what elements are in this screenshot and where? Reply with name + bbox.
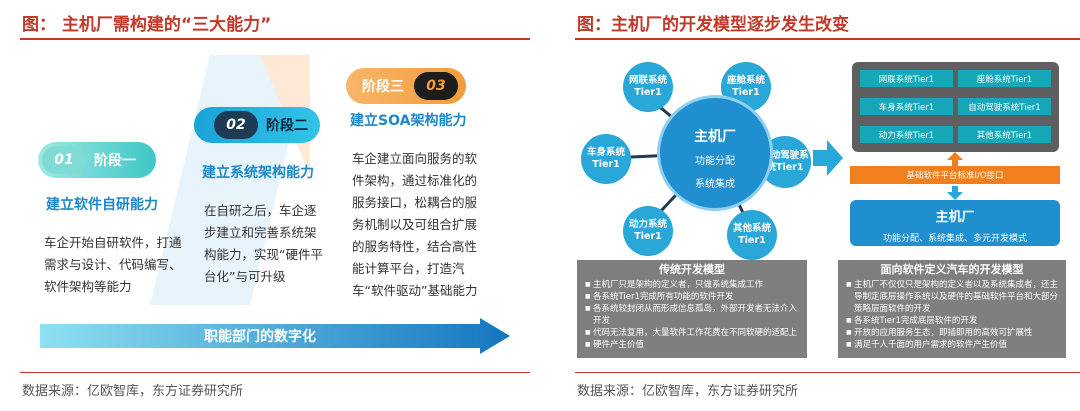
software-defined-heading: 面向软件定义汽车的开发模型 xyxy=(880,263,1024,276)
traditional-model-box: 传统开发模型 主机厂只是架构的定义者，只做系统集成工作 各系统Tier1完成所有… xyxy=(577,260,807,358)
hub-line-1: 功能分配 xyxy=(695,156,735,167)
stage-2-pill: 02 阶段二 xyxy=(194,107,320,143)
tier-other: 其他系统Tier1 xyxy=(958,126,1051,143)
host-box: 主机厂 功能分配、系统集成、多元开发模式 xyxy=(850,200,1060,246)
stage-1-label: 阶段一 xyxy=(94,153,136,169)
traditional-item: 各系统Tier1完成所有功能的软件开发 xyxy=(585,291,799,303)
tier-powertrain: 动力系统Tier1 xyxy=(860,126,953,143)
stage-3-text: 车企建立面向服务的软件架构，通过标准化的服务接口，松耦合的服务机制以及可组合扩展… xyxy=(352,151,478,298)
digitalization-arrow xyxy=(40,318,510,354)
satellite-other: 其他系统Tier1 xyxy=(727,210,777,260)
left-panel: 图： 主机厂需构建的“三大能力” 01 阶段一 建立软件自研能力 车企开始自研软… xyxy=(0,0,530,411)
tier-telematics: 网联系统Tier1 xyxy=(860,70,953,87)
software-defined-item: 开放的应用服务生态，即插即用的高效可扩展性 xyxy=(846,327,1058,339)
host-hub: 主机厂 功能分配 系统集成 xyxy=(657,95,773,211)
left-title-rule xyxy=(20,38,530,40)
stage-2-heading: 建立系统架构能力 xyxy=(202,165,314,181)
satellite-body: 车身系统Tier1 xyxy=(581,134,631,184)
tier-cockpit: 座舱系统Tier1 xyxy=(958,70,1051,87)
satellite-powertrain: 动力系统Tier1 xyxy=(623,206,673,256)
left-source: 数据来源：亿欧智库，东方证券研究所 xyxy=(22,384,244,399)
traditional-item: 主机厂只是架构的定义者，只做系统集成工作 xyxy=(585,279,799,291)
right-source: 数据来源：亿欧智库，东方证券研究所 xyxy=(577,384,799,399)
left-bottom-rule xyxy=(20,372,530,373)
stage-3-pill: 阶段三 03 xyxy=(346,68,466,104)
stage-1-badge: 01 xyxy=(42,146,86,174)
arrow-label: 职能部门的数字化 xyxy=(204,329,316,345)
traditional-heading: 传统开发模型 xyxy=(659,263,725,276)
stage-2-text: 在自研之后，车企逐步建立和完善系统架构能力，实现“硬件平台化”与可升级 xyxy=(204,203,323,284)
stage-1-pill: 01 阶段一 xyxy=(38,142,156,178)
host-box-subtitle: 功能分配、系统集成、多元开发模式 xyxy=(882,234,1027,244)
platform-bar: 基础软件平台标准I/O接口 xyxy=(850,166,1060,184)
hub-title: 主机厂 xyxy=(694,129,736,145)
stage-3-heading: 建立SOA架构能力 xyxy=(350,113,467,129)
satellite-telematics: 网联系统Tier1 xyxy=(623,62,673,112)
tier-adas: 自动驾驶系统Tier1 xyxy=(958,98,1051,115)
stack-arrows xyxy=(947,152,963,200)
software-defined-item: 满足千人千面的用户需求的软件产生价值 xyxy=(846,339,1058,351)
transition-arrow-icon xyxy=(813,140,843,176)
hub-line-2: 系统集成 xyxy=(695,179,735,190)
stage-1-text: 车企开始自研软件，打通需求与设计、代码编写、软件架构等能力 xyxy=(44,235,182,294)
left-title: 图： 主机厂需构建的“三大能力” xyxy=(22,15,272,35)
traditional-item: 各系统较封闭从而形成信息孤岛，外部开发者无法介入开发 xyxy=(585,303,799,327)
traditional-item: 硬件产生价值 xyxy=(585,339,799,351)
right-bottom-rule xyxy=(575,372,1080,373)
stage-3-badge: 03 xyxy=(414,72,458,100)
software-defined-item: 各系统Tier1完成底层软件的开发 xyxy=(846,315,1058,327)
right-title-rule xyxy=(575,38,1080,40)
right-title: 图：主机厂的开发模型逐步发生改变 xyxy=(577,15,849,35)
tier-body: 车身系统Tier1 xyxy=(860,98,953,115)
stage-2-badge: 02 xyxy=(214,111,258,139)
stage-3-label: 阶段三 xyxy=(362,79,404,95)
software-defined-model-box: 面向软件定义汽车的开发模型 主机厂不仅仅只是架构的定义者以及系统集成者，还主导制… xyxy=(838,260,1066,358)
software-defined-item: 主机厂不仅仅只是架构的定义者以及系统集成者，还主导制定底层操作系统以及硬件的基础… xyxy=(846,279,1058,315)
traditional-item: 代码无法复用，大量软件工作花费在不同软硬的适配上 xyxy=(585,327,799,339)
tier-grid: 网联系统Tier1 座舱系统Tier1 车身系统Tier1 自动驾驶系统Tier… xyxy=(852,62,1059,152)
host-box-title: 主机厂 xyxy=(935,210,975,225)
right-panel: 图：主机厂的开发模型逐步发生改变 网联系统Tier1 座舱系统Tier1 自动驾… xyxy=(555,0,1080,411)
stage-2-label: 阶段二 xyxy=(266,118,308,134)
stage-1-heading: 建立软件自研能力 xyxy=(46,197,158,213)
